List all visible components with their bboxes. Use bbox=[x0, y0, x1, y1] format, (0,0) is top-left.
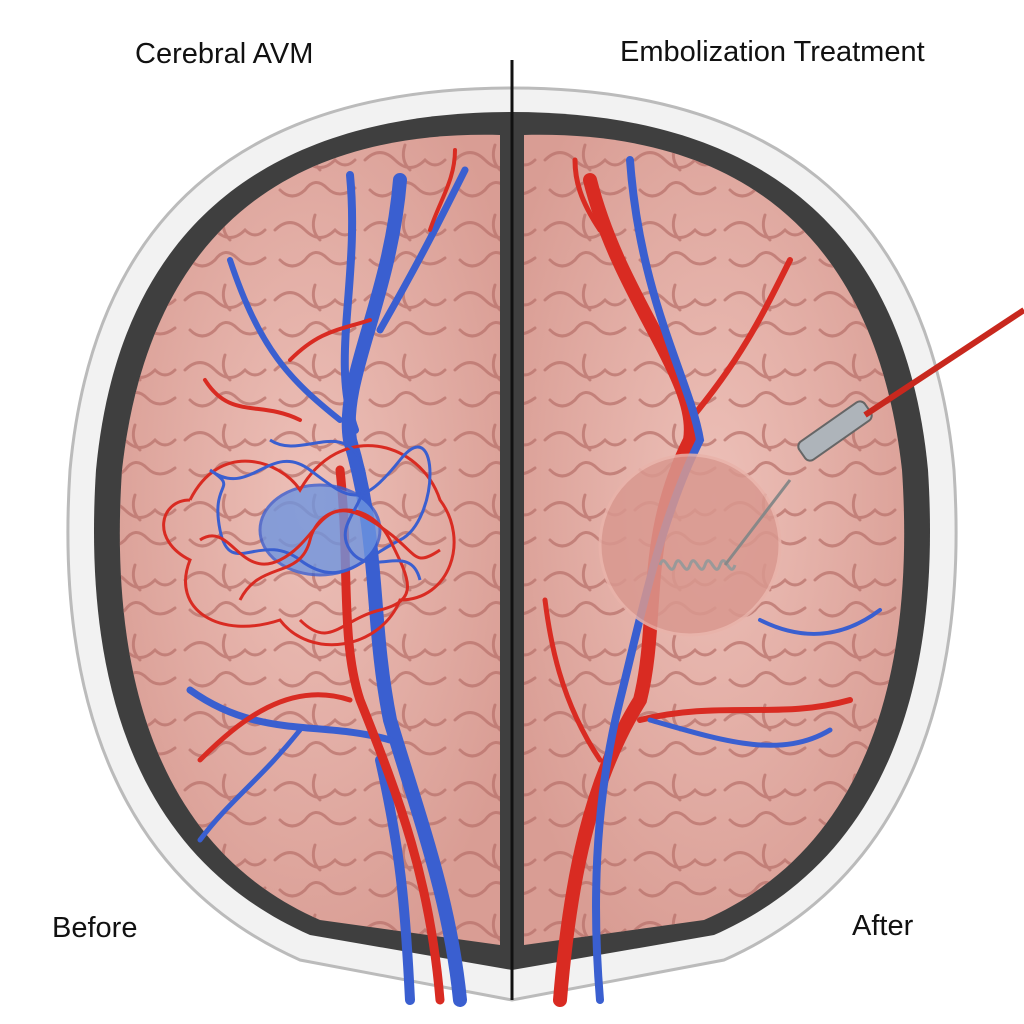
title-embolization-treatment: Embolization Treatment bbox=[620, 36, 925, 68]
catheter bbox=[723, 307, 1024, 566]
title-cerebral-avm: Cerebral AVM bbox=[135, 38, 314, 70]
caption-after: After bbox=[852, 910, 914, 942]
left-veins bbox=[186, 166, 469, 1007]
caption-before: Before bbox=[52, 912, 138, 944]
embolized-region bbox=[598, 453, 782, 637]
avm-nidus bbox=[162, 438, 456, 647]
embolization-coil bbox=[658, 559, 737, 571]
